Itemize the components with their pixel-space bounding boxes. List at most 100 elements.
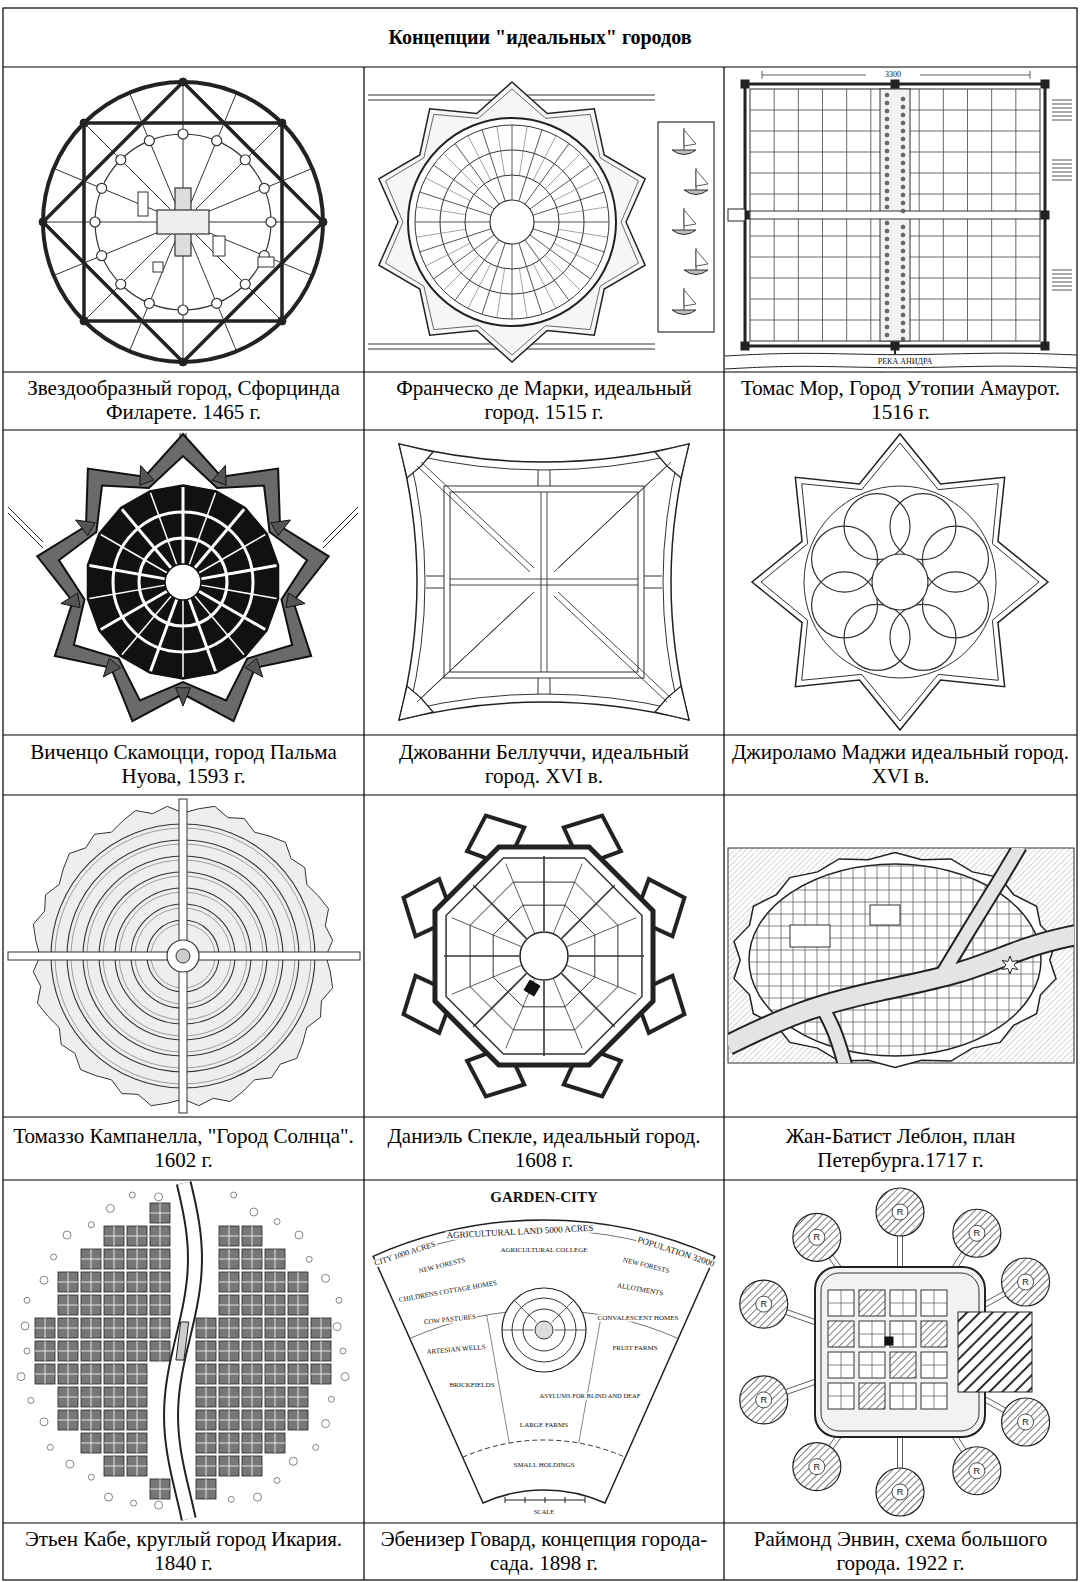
tree [885,197,889,201]
river-bank [820,1003,845,1063]
tree [885,269,889,273]
caption-cell: Виченцо Скамоцци, город Пальма Нуова, 15… [4,736,363,794]
district [81,1295,101,1315]
satellite-centre [1018,1274,1034,1290]
lane [426,178,471,201]
caption-text: Джованни Беллуччи, идеальный город. XVI … [365,741,723,788]
axis-street [547,492,548,672]
district [104,1272,124,1292]
tree [885,157,889,161]
tree [885,125,889,129]
octagon-wall [435,847,653,1065]
field [1052,274,1072,275]
block-street [137,1318,138,1338]
block-street [229,1341,230,1361]
plan-label: РЕКА АНИДРА [877,358,933,366]
tree [306,1256,312,1262]
district [150,1341,170,1361]
field [1052,180,1072,181]
railway-arc [463,1440,626,1457]
tree [51,1254,57,1260]
caption-text: Виченцо Скамоцци, город Пальма Нуова, 15… [4,741,363,788]
lane [533,264,556,309]
field [1052,164,1072,165]
tree [885,173,889,177]
scale-tick [585,1497,586,1503]
caption-text: Томас Мор, Город Утопии Амаурот. 1516 г. [725,377,1076,424]
square [116,279,126,289]
district [311,1341,331,1361]
ship-hull [672,310,696,315]
lane [426,243,471,266]
tree [28,1397,34,1403]
district [288,1364,308,1384]
tree [901,113,905,117]
block-street [68,1387,69,1407]
tree [901,257,905,261]
block-street [229,1226,230,1246]
district [104,1410,124,1430]
tree [885,325,889,329]
central-square [872,554,928,610]
tower [80,317,88,325]
district [104,1387,124,1407]
block-street [91,1433,92,1453]
city-block [859,1290,885,1316]
district [81,1433,101,1453]
lane [554,243,599,266]
square [144,298,154,308]
diagonal-street [558,462,671,568]
district [242,1341,262,1361]
field [1052,108,1072,109]
block-street [298,1318,299,1338]
field [1052,104,1072,105]
radial-street [533,192,604,215]
radial-street [543,981,545,1056]
radial-street [199,535,266,574]
district [196,1318,216,1338]
bridge-road [894,346,896,354]
tree [885,205,889,209]
radial-street [534,222,609,223]
ring-road [821,1273,979,1431]
field [1052,282,1072,283]
district [265,1387,285,1407]
tree [901,201,905,205]
tree [901,153,905,157]
tree [885,93,889,97]
block-street [275,1341,276,1361]
satellite-town [953,1209,1001,1257]
satellite-centre [892,1484,908,1500]
block-street [252,1318,253,1338]
radial-street [151,493,177,565]
tower [741,342,749,350]
block-street [275,1387,276,1407]
radial-street [482,243,505,314]
plan-label: ARTESIAN WELLS [425,1344,487,1356]
city-block [890,1352,916,1378]
radial-street [543,856,545,931]
street [745,1046,1050,1047]
tree [901,121,905,125]
block-street [137,1456,138,1476]
district [81,1318,101,1338]
block-street [890,1396,916,1397]
tree [901,193,905,197]
district [127,1364,147,1384]
tower [278,317,286,325]
block-street [137,1410,138,1430]
radial-street [129,239,176,352]
square [212,298,222,308]
radial-street [183,82,184,204]
table-rule [3,1116,1077,1117]
diagonal-street [417,466,530,572]
plan-label: LARGE FARMS [519,1422,569,1429]
tree [901,233,905,237]
radial-street [519,243,542,314]
radial-street [452,966,521,995]
block-street [298,1295,299,1315]
tree [155,1193,163,1201]
bastion-wall [386,89,639,355]
table-rule [363,67,364,1580]
